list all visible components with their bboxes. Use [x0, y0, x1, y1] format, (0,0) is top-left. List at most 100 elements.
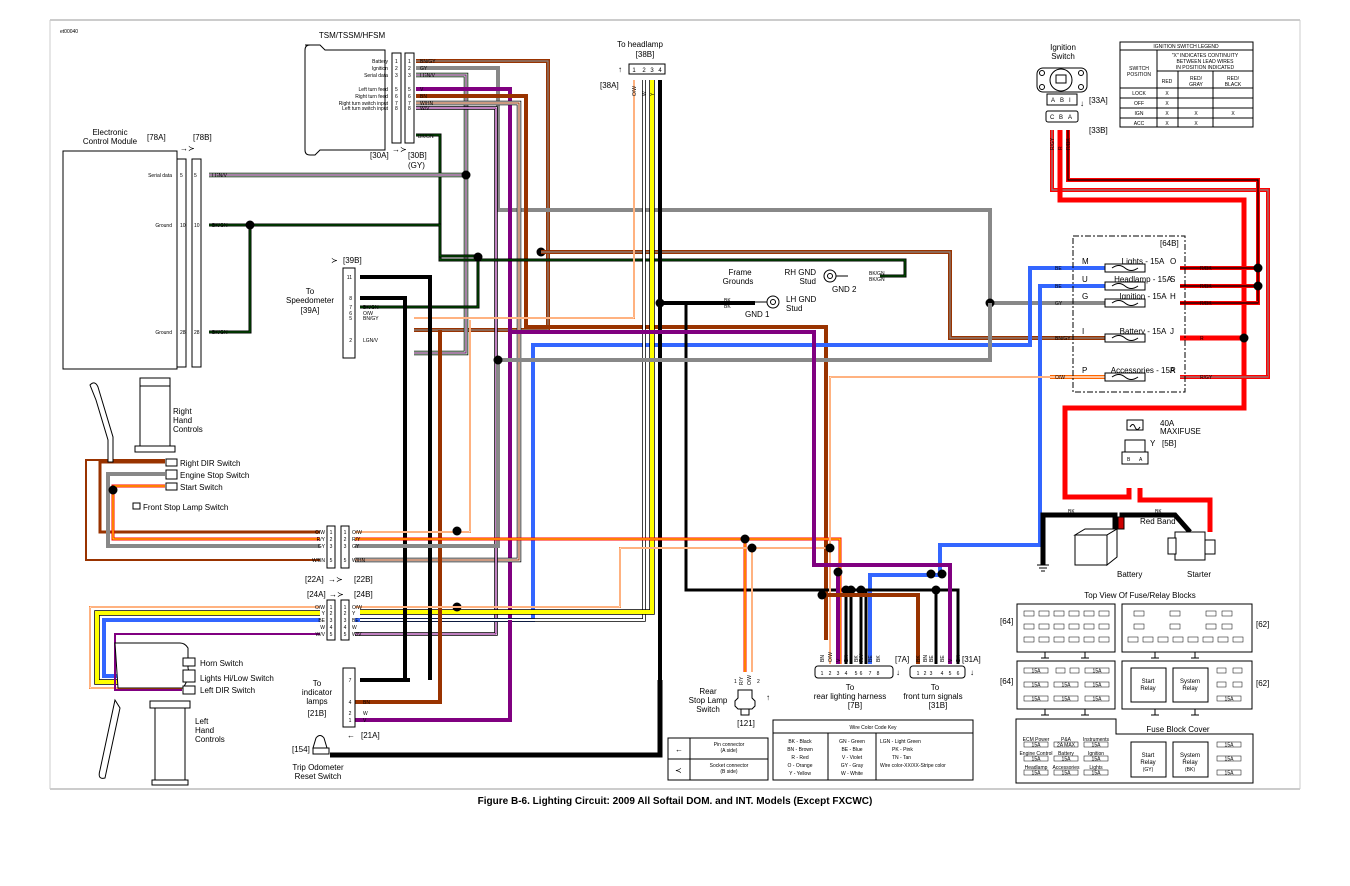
cover-fuse-name: Engine Control: [1019, 751, 1052, 757]
fuse-15a: [1053, 681, 1079, 688]
right-hand-title-3: Controls: [173, 425, 203, 434]
left-dir-switch-box: [182, 685, 196, 695]
wire-o-w-headlamp-stripe: [414, 80, 635, 319]
up-arrow-icon: ↑: [618, 65, 622, 74]
splice-dot: [856, 585, 866, 595]
fuse-element: [1111, 335, 1139, 341]
c24-pin-a: 2: [330, 611, 333, 617]
front-wire-label: BE: [929, 655, 935, 662]
legend-note-2: BETWEEN LEAD WIRES: [1177, 59, 1235, 65]
connector-arrow-icon: →≻: [329, 590, 344, 599]
splice-dot: [473, 252, 483, 262]
legend-row-position: IGN: [1135, 111, 1144, 117]
c24-pin-a: 1: [330, 605, 333, 611]
tsm-connector-30a: [391, 52, 402, 144]
wire-bk-frame: [684, 303, 960, 664]
rear-lighting-plug: [814, 665, 894, 679]
c22-wire-b: W/BN: [352, 558, 365, 564]
cover-start-label-1: Start: [1142, 753, 1155, 759]
wire-v-tsm: [416, 87, 512, 620]
indicator-pin: 4: [349, 700, 352, 706]
cover-fuse-rating: 2A MAX: [1057, 743, 1076, 749]
ign-bottom-pin-b: B: [1059, 115, 1063, 121]
fuse-relay-blocks: Top View Of Fuse/Relay Blocks [64] [62] …: [1000, 591, 1269, 784]
ignition-title-1: Ignition: [1050, 43, 1076, 52]
c24-wire-b: O/W: [352, 605, 362, 611]
gnd1-wire-1: BK: [724, 298, 731, 304]
maxifuse-conn: [5B]: [1162, 439, 1176, 448]
wire-w-v-tsm-stripe: [355, 107, 497, 635]
ecm-wire-label: BK/GN: [212, 330, 228, 336]
headlamp-plug: [628, 63, 666, 75]
fuse-element: [1111, 300, 1139, 306]
fuse-slot: [1133, 610, 1145, 617]
right-grip-cap: [139, 377, 171, 387]
wire-y-headlamp: [360, 80, 654, 614]
left-block-conn-mid: [64]: [1000, 677, 1013, 686]
fuse-slot: [1023, 636, 1035, 643]
right-block-conn-top: [62]: [1256, 620, 1269, 629]
cover-fuse-rating: 15A: [1225, 771, 1235, 777]
ecm-pin-label: Ground: [155, 223, 172, 229]
gnd2-wire-1: BK/GN: [869, 271, 885, 277]
tsm-pin-label: Ignition: [372, 66, 388, 72]
splice-dot: [461, 170, 471, 180]
fuse-in-pin: U: [1082, 275, 1088, 284]
battery: Red Band Battery BK BK: [1037, 509, 1176, 579]
cover-fuse-rating: 15A: [1032, 771, 1042, 777]
brake-lever: [89, 382, 114, 463]
pin-connector-label-1: Pin connector: [714, 742, 745, 748]
c22-wire-a: O/W: [315, 530, 325, 536]
lh-gnd-title-1: LH GND: [786, 295, 816, 304]
trip-odometer-switch: [154] Trip Odometer Reset Switch: [292, 735, 344, 781]
wire-w-v-tsm: [355, 107, 497, 635]
headlamp-wire-label: Y: [650, 92, 656, 96]
socket-connector-icon: ≺: [675, 766, 682, 775]
fuse-label: Ignition - 15A: [1119, 292, 1167, 301]
wire-bk-speedo-8: [360, 296, 407, 680]
fuse-element: [1111, 374, 1139, 380]
wire-bk-gn-ecm-stripe: [250, 224, 479, 308]
speedometer-wire-label: O/W: [363, 311, 373, 317]
fuse-block-conn: [64B]: [1160, 239, 1179, 248]
ecm-wire-label: BK/GN: [212, 223, 228, 229]
rear-title-2: rear lighting harness: [814, 692, 886, 701]
fuse-in-pin: P: [1082, 366, 1087, 375]
fuse-slot: [1038, 610, 1050, 617]
headlamp-wire-label: W: [642, 91, 648, 96]
fuse-rating: 15A: [1093, 669, 1103, 675]
starter-gear: [1167, 537, 1177, 555]
c24-pin-b: 3: [344, 618, 347, 624]
color-key-entry: GY - Gray: [841, 763, 864, 769]
wire-o-w-22-stripe: [355, 320, 471, 533]
mount-hole: [1078, 84, 1084, 90]
fuse-slot: [1205, 610, 1217, 617]
connector-down-icon: ↓: [1080, 99, 1084, 108]
fuse-out-pin: S: [1170, 275, 1175, 284]
fuse-in-wire-label: BN/GY: [1055, 336, 1071, 342]
ecm-module: Electronic Control Module [78A] [78B] →≻…: [62, 128, 228, 370]
wire-o-w-24: [355, 547, 831, 664]
fuse-slot: [1127, 636, 1139, 643]
ecm-pin-b: 5: [194, 173, 197, 179]
rear-pin: 7: [869, 671, 872, 677]
pin-connector-arrow-icon: ←: [675, 745, 683, 754]
fuse-15a: [1084, 667, 1110, 674]
splice-dot: [740, 534, 750, 544]
splice-dot: [452, 526, 462, 536]
wire-o-w-24-stripe: [355, 547, 831, 664]
ecm-pin-label: Serial data: [148, 173, 172, 179]
speedometer-pin: 5: [349, 316, 352, 322]
cover-fuse-name: Lights: [1089, 765, 1103, 771]
ign-top-pin-b: B: [1060, 98, 1064, 104]
fuse-slot: [1232, 681, 1243, 688]
switch-start: Start Switch: [180, 483, 223, 492]
connector-24b: [340, 599, 350, 641]
ignition-switch: Ignition Switch A B I C B A ↓ [33A] [33B…: [1036, 43, 1108, 150]
wire-start-stripe: [112, 485, 320, 540]
color-key-border: [772, 719, 974, 781]
speedometer-wire-label: BN/GY: [363, 316, 379, 322]
indicator-pin: 7: [349, 678, 352, 684]
fuse-in-pin: G: [1082, 292, 1088, 301]
fuse-slot: [1068, 623, 1080, 630]
